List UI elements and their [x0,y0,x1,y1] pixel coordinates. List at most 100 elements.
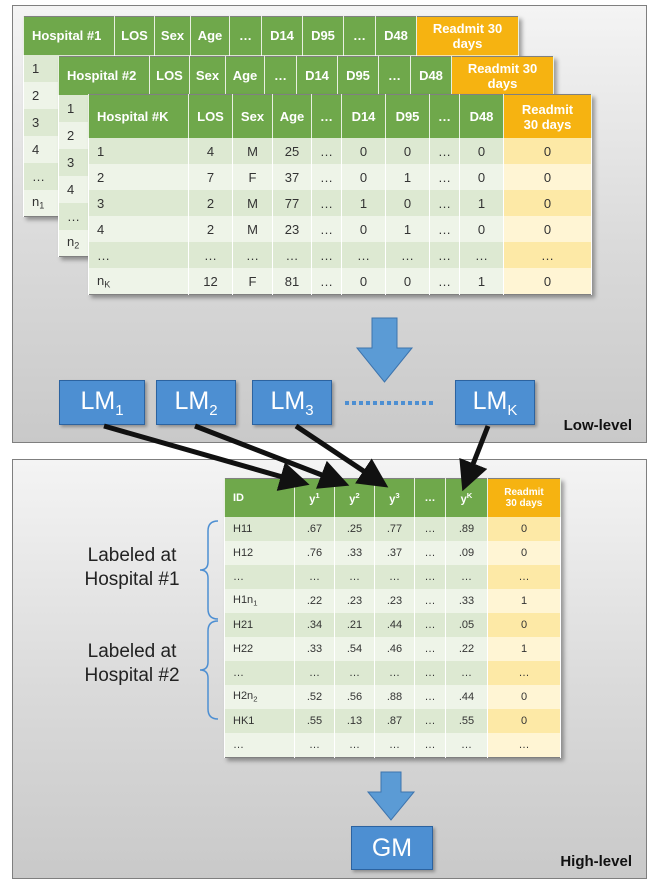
table-cell: .05 [445,613,488,637]
table-cell: … [503,242,592,268]
table-cell: 0 [341,164,386,190]
table-cell: 1 [487,637,561,661]
table-cell: .33 [294,637,335,661]
column-header: Age [225,56,265,95]
table-cell: … [459,242,504,268]
table-cell: 37 [272,164,312,190]
column-header: Sex [189,56,226,95]
row-id-cell: H1n1 [224,589,295,613]
column-header: y2 [334,478,375,517]
table-cell: … [429,242,460,268]
table-cell: 1 [459,268,504,295]
row-id-cell: H12 [224,541,295,565]
table-cell: … [414,685,446,709]
table-cell: … [414,589,446,613]
table-cell: … [487,565,561,589]
table-cell: … [445,565,488,589]
column-header: Age [190,16,230,55]
table-cell: 1 [385,216,430,242]
table-cell: .46 [374,637,415,661]
column-header: Sex [154,16,191,55]
table-cell: .89 [445,517,488,541]
table-cell: .87 [374,709,415,733]
table-cell: … [334,733,375,758]
row-id-cell: H21 [224,613,295,637]
table-cell: .23 [374,589,415,613]
local-model-k-label: LMK [472,386,518,419]
row-id-cell: … [224,661,295,685]
table-cell: … [429,138,460,164]
table-row: ………………… [224,661,561,685]
table-cell: 0 [385,138,430,164]
column-header: LOS [188,94,233,138]
table-cell: 0 [487,685,561,709]
table-cell: … [374,733,415,758]
table-cell: … [429,164,460,190]
table-cell: 1 [487,589,561,613]
table-cell: .88 [374,685,415,709]
column-header: Readmit 30 days [416,16,519,55]
table-cell: 0 [503,268,592,295]
table-cell: .33 [334,541,375,565]
table-row: ………………… [224,733,561,758]
table-cell: 2 [88,164,189,190]
high-level-label: High-level [560,853,632,870]
header-superscript: 2 [355,490,360,500]
column-header: D14 [341,94,386,138]
table-cell: … [487,733,561,758]
local-model-k-box: LMK [455,380,535,425]
table-cell: … [294,661,335,685]
column-header: Hospital #K [88,94,189,138]
table-cell: 0 [385,190,430,216]
table-cell: 4 [88,216,189,242]
column-header: D48 [459,94,504,138]
column-header: y1 [294,478,335,517]
table-cell: … [188,242,233,268]
local-model-2-box: LM2 [156,380,236,425]
table-cell: 0 [385,268,430,295]
table-cell: .34 [294,613,335,637]
table-cell: .13 [334,709,375,733]
table-cell: … [232,242,273,268]
table-cell: .44 [445,685,488,709]
column-header: … [229,16,262,55]
table-row: ………………… [224,565,561,589]
table-cell: … [487,661,561,685]
table-cell: M [232,190,273,216]
table-cell: 81 [272,268,312,295]
local-model-3-box: LM3 [252,380,332,425]
table-cell: 25 [272,138,312,164]
table-cell: … [311,242,342,268]
global-model-box: GM [351,826,433,870]
column-header: … [429,94,460,138]
table-cell: … [311,268,342,295]
table-cell: … [334,565,375,589]
column-header: Sex [232,94,273,138]
table-cell: 1 [88,138,189,164]
column-header: D14 [261,16,303,55]
low-level-label: Low-level [563,417,632,434]
column-header: Hospital #2 [58,56,150,95]
column-header: Readmit 30 days [503,94,592,138]
table-cell: .67 [294,517,335,541]
table-cell: .56 [334,685,375,709]
column-header: yK [445,478,488,517]
column-header: D48 [410,56,452,95]
table-cell: … [88,242,189,268]
table-cell: 23 [272,216,312,242]
table-cell: 2 [188,190,233,216]
table-cell: … [429,190,460,216]
table-cell: .77 [374,517,415,541]
table-cell: .52 [294,685,335,709]
table-cell: … [445,661,488,685]
table-cell: … [311,164,342,190]
table-cell: … [414,517,446,541]
table-cell: .76 [294,541,335,565]
column-header: … [311,94,342,138]
table-cell: … [385,242,430,268]
column-header: D14 [296,56,338,95]
